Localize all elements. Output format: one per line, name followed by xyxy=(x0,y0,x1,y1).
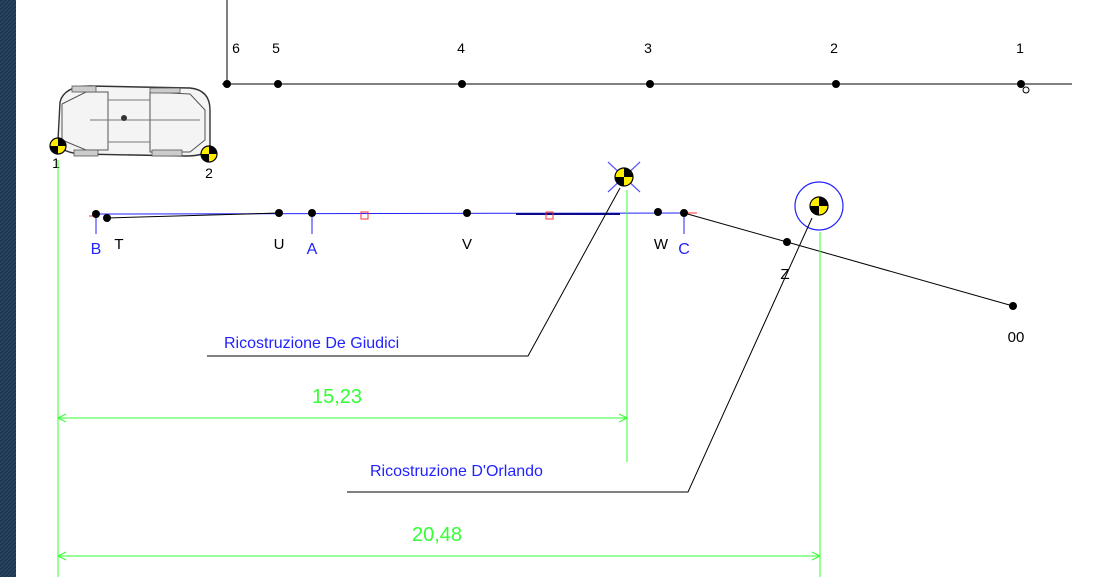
trajectory-point-00: 00 xyxy=(1008,302,1025,346)
scale-label-5: 5 xyxy=(272,40,280,56)
scale-mark-3: 3 xyxy=(644,40,654,88)
dimension-lines: 15,23 20,48 xyxy=(57,160,821,577)
car-icon xyxy=(57,85,211,157)
leader-lines xyxy=(207,187,813,493)
trajectory-lines xyxy=(89,211,1014,307)
impact-marker-de-giudici xyxy=(607,161,641,193)
vehicle-marker-1: 1 xyxy=(49,137,67,171)
vehicle-label-1: 1 xyxy=(52,155,60,171)
trajectory-point-U: U xyxy=(274,209,285,253)
top-scale: 6 5 4 3 2 1 xyxy=(222,0,1072,94)
scale-label-2: 2 xyxy=(830,40,838,56)
point-label-U: U xyxy=(274,236,285,253)
trajectory-point-A: A xyxy=(307,209,318,258)
dimension-value-20-48: 20,48 xyxy=(412,524,462,546)
label-ricostruzione-de-giudici: Ricostruzione De Giudici xyxy=(224,335,399,352)
dimension-d-orlando: 20,48 xyxy=(57,524,821,561)
trajectory-point-C: C xyxy=(678,209,690,258)
scale-label-1: 1 xyxy=(1016,40,1024,56)
point-label-T: T xyxy=(114,236,123,253)
trajectory-point-Z: Z xyxy=(780,238,791,283)
trajectory-point-B: B xyxy=(91,210,102,258)
scale-label-6: 6 xyxy=(232,40,240,56)
trajectory-point-T: T xyxy=(103,214,124,253)
scale-label-3: 3 xyxy=(644,40,652,56)
vehicle-marker-2: 2 xyxy=(200,145,218,181)
dimension-value-15-23: 15,23 xyxy=(312,386,362,408)
dimension-de-giudici: 15,23 xyxy=(57,386,628,423)
impact-marker-d-orlando xyxy=(794,181,844,231)
point-label-Z: Z xyxy=(780,266,789,283)
left-hatch-border xyxy=(0,0,16,577)
scale-mark-5: 5 xyxy=(272,40,282,88)
label-ricostruzione-d-orlando: Ricostruzione D'Orlando xyxy=(370,463,543,480)
trajectory-point-V: V xyxy=(462,209,472,253)
trajectory-point-W: W xyxy=(654,208,669,253)
point-label-B: B xyxy=(91,241,102,258)
scale-mark-6: 6 xyxy=(223,40,240,88)
scale-mark-1: 1 xyxy=(1016,40,1030,94)
point-label-00: 00 xyxy=(1008,329,1025,346)
point-label-C: C xyxy=(678,241,690,258)
point-label-W: W xyxy=(654,236,669,253)
vehicle-label-2: 2 xyxy=(205,165,213,181)
scale-label-4: 4 xyxy=(457,40,465,56)
point-label-A: A xyxy=(307,241,318,258)
scale-mark-2: 2 xyxy=(830,40,840,88)
scale-mark-4: 4 xyxy=(457,40,466,88)
point-label-V: V xyxy=(462,236,472,253)
